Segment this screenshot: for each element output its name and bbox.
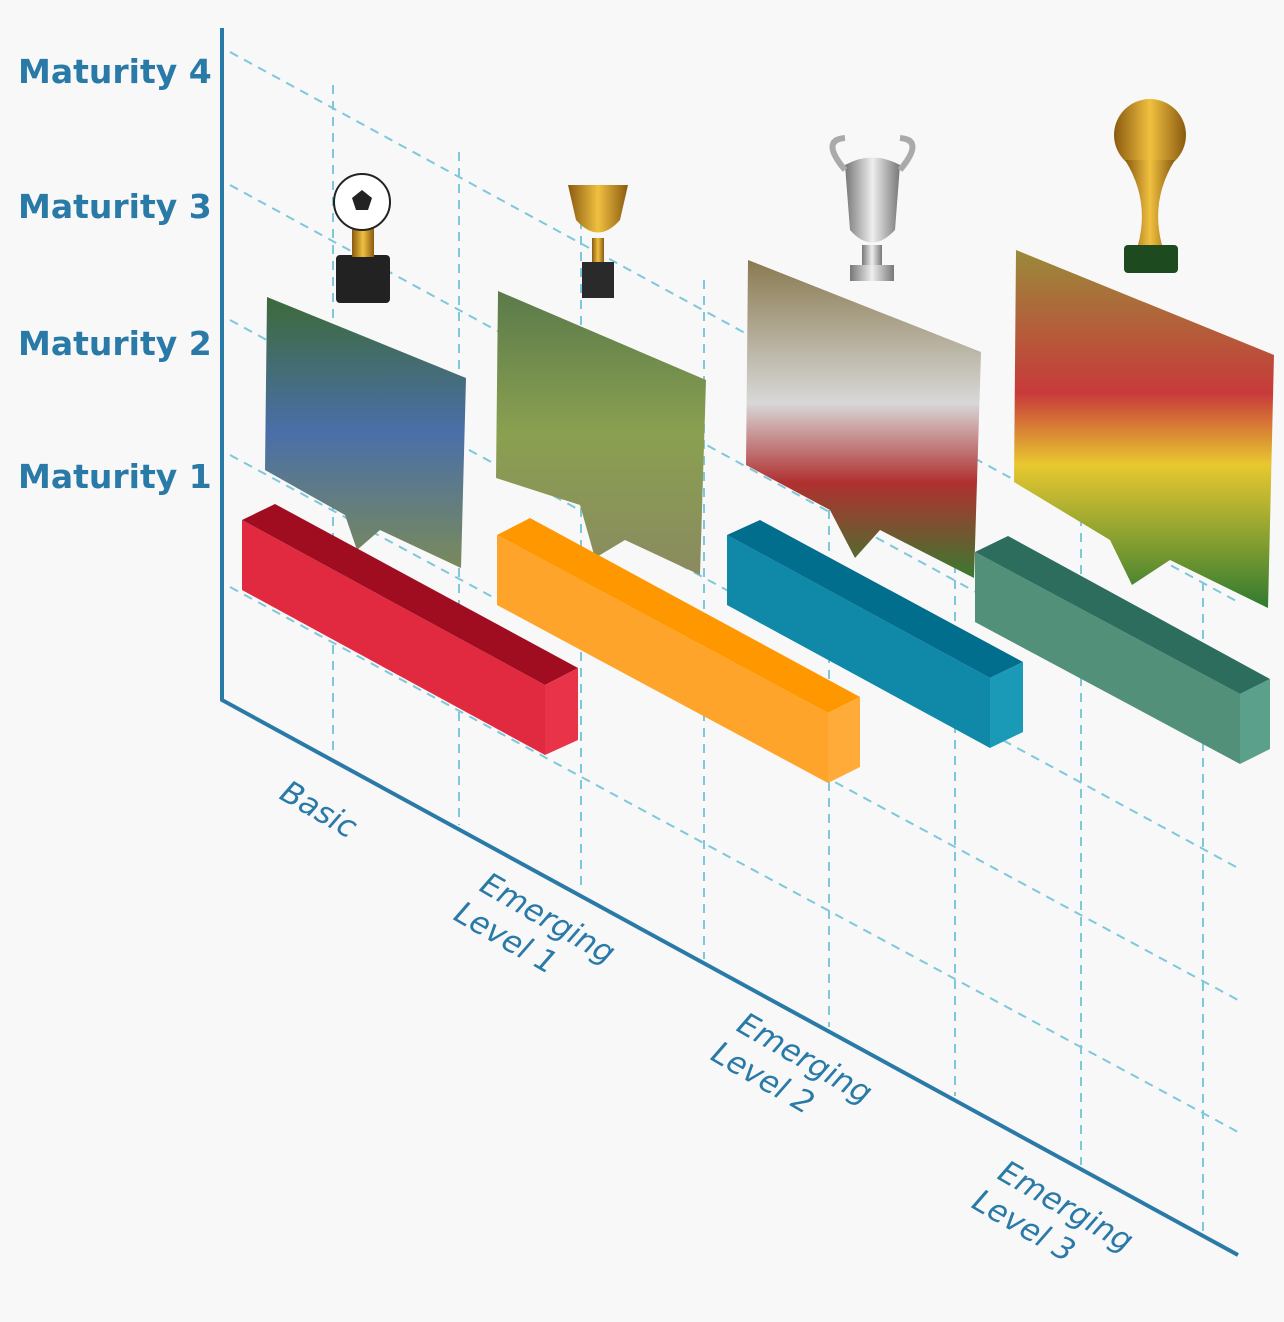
bar-face bbox=[727, 520, 1023, 678]
bar-face bbox=[242, 520, 545, 755]
bar-face bbox=[242, 504, 578, 685]
bar-face bbox=[1240, 679, 1270, 764]
soccer-ball-trophy-icon bbox=[333, 173, 391, 303]
bar-emerging-3 bbox=[975, 536, 1270, 764]
world-cup-trophy-icon bbox=[1114, 99, 1186, 273]
bar-face bbox=[497, 518, 860, 713]
category-label: Basic bbox=[274, 774, 363, 846]
bar-face bbox=[975, 536, 1270, 694]
bar-face bbox=[975, 552, 1240, 764]
gold-cup-trophy-icon bbox=[568, 185, 628, 298]
maturity-4-label: Maturity 4 bbox=[18, 52, 212, 91]
bar-emerging-1 bbox=[497, 518, 860, 783]
bar-face bbox=[727, 535, 990, 748]
bar-face bbox=[497, 535, 828, 783]
bar-emerging-2 bbox=[727, 520, 1023, 748]
photo-kids-soccer bbox=[265, 297, 466, 568]
category-emerging-1: Emerging Level 1 bbox=[448, 866, 621, 982]
maturity-1-label: Maturity 1 bbox=[18, 457, 212, 496]
maturity-3-label: Maturity 3 bbox=[18, 187, 212, 226]
maturity-2-label: Maturity 2 bbox=[18, 324, 212, 363]
bar-face bbox=[545, 668, 578, 755]
bar-basic bbox=[242, 504, 578, 755]
photo-pro-soccer bbox=[746, 260, 981, 578]
category-emerging-3: Emerging Level 3 bbox=[966, 1154, 1139, 1270]
photo-world-cup-match bbox=[1014, 250, 1274, 608]
bar-face bbox=[828, 697, 860, 783]
category-basic: Basic bbox=[274, 774, 363, 846]
axes bbox=[220, 28, 1239, 1257]
photo-amateur-soccer bbox=[496, 291, 706, 575]
bar-face bbox=[990, 662, 1023, 748]
champions-league-trophy-icon bbox=[829, 135, 916, 281]
category-emerging-2: Emerging Level 2 bbox=[705, 1006, 878, 1122]
